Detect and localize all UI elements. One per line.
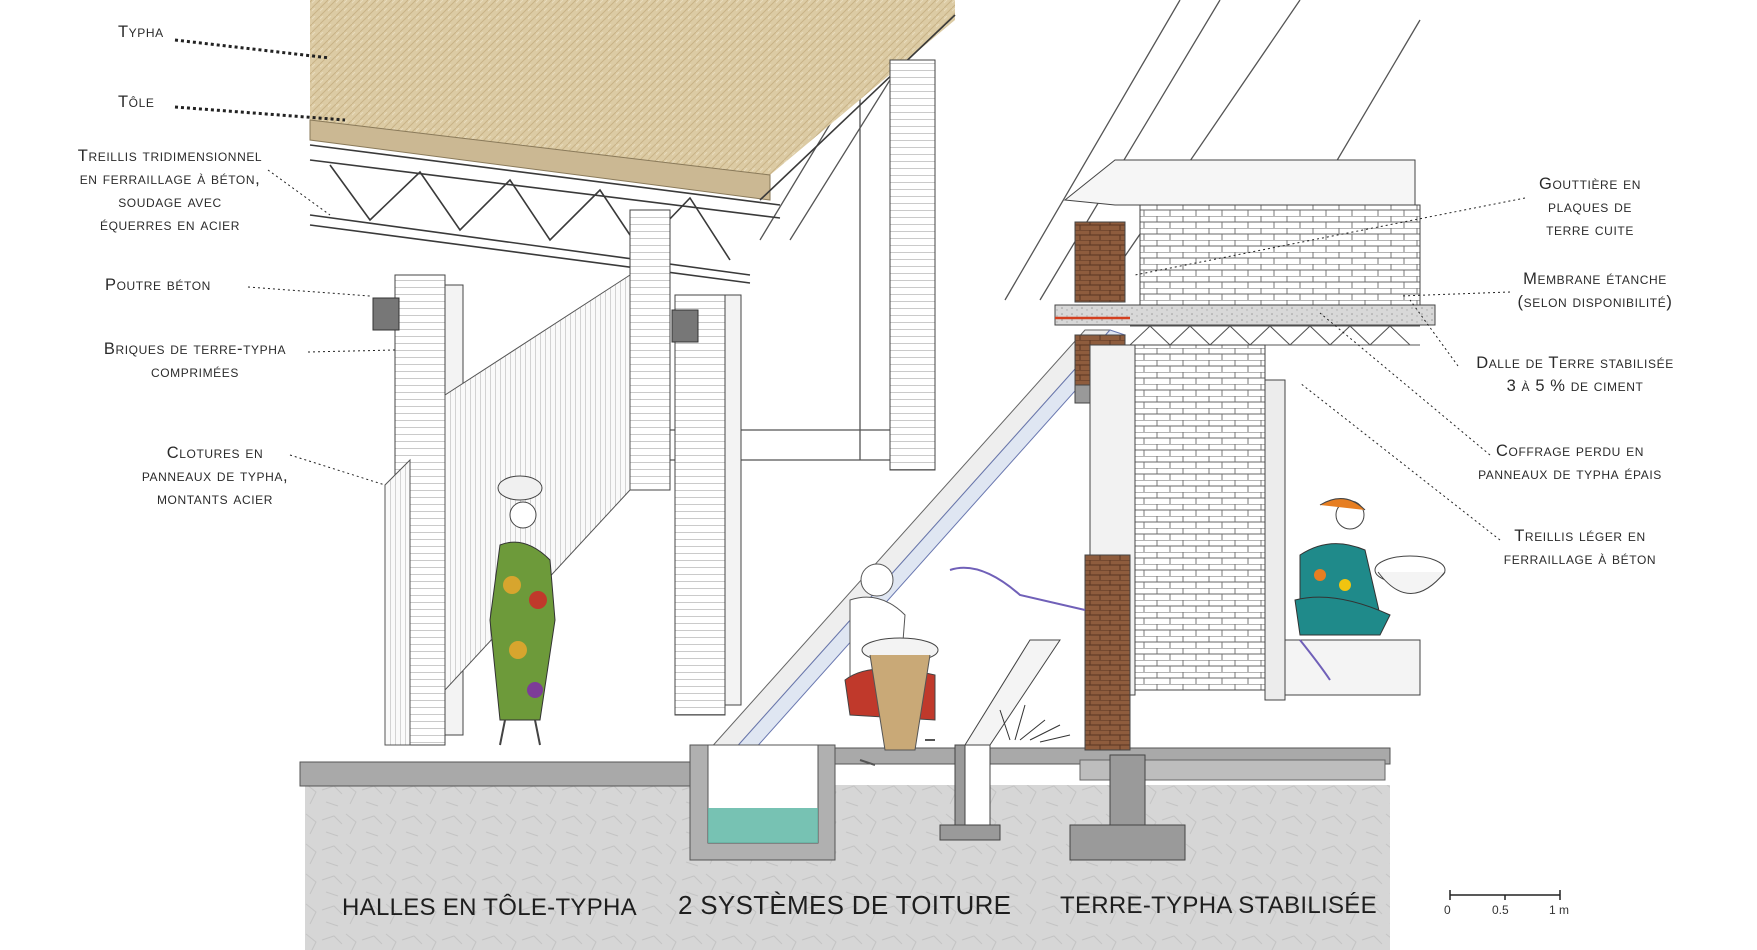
label-typha: Typha	[118, 23, 164, 41]
caption-halles: HALLES EN TÔLE-TYPHA	[342, 894, 637, 921]
planter	[964, 639, 1071, 826]
water-pipe	[949, 566, 1331, 681]
woman-carrying-basket	[489, 475, 556, 746]
drummer	[844, 563, 939, 766]
label-poutre-beton: Poutre béton	[105, 276, 211, 294]
label-treillis-3d: Treillis tridimensionnel en ferraillage …	[77, 147, 263, 234]
label-coffrage: Coffrage perdu en panneaux de typha épai…	[1478, 442, 1662, 483]
scale-bar	[1449, 890, 1561, 900]
label-clotures: Clotures en panneaux de typha, montants …	[141, 444, 289, 508]
label-briques: Briques de terre-typha comprimées	[103, 340, 287, 381]
label-dalle: Dalle de Terre stabilisée 3 à 5 % de cim…	[1476, 354, 1674, 395]
typha-roof	[309, 0, 955, 201]
leader-lines	[174, 38, 1526, 541]
people-figures	[489, 475, 1446, 766]
caption-terre-typha: TERRE-TYPHA STABILISÉE	[1060, 892, 1377, 919]
scale-tick-05: 0.5	[1492, 903, 1509, 917]
woman-with-basin	[1294, 498, 1446, 636]
label-treillis-leger: Treillis léger en ferraillage à béton	[1503, 527, 1657, 568]
scale-tick-1m: 1 m	[1549, 903, 1570, 917]
caption-systemes: 2 SYSTÈMES DE TOITURE	[678, 890, 1012, 920]
label-tole: Tôle	[118, 93, 155, 111]
earth-typha-building	[1054, 159, 1436, 751]
label-membrane: Membrane étanche (selon disponibilité)	[1517, 270, 1673, 311]
label-gouttiere: Gouttière en plaques de terre cuite	[1539, 175, 1641, 239]
ground-section	[299, 747, 1391, 950]
scale-tick-0: 0	[1444, 903, 1451, 917]
